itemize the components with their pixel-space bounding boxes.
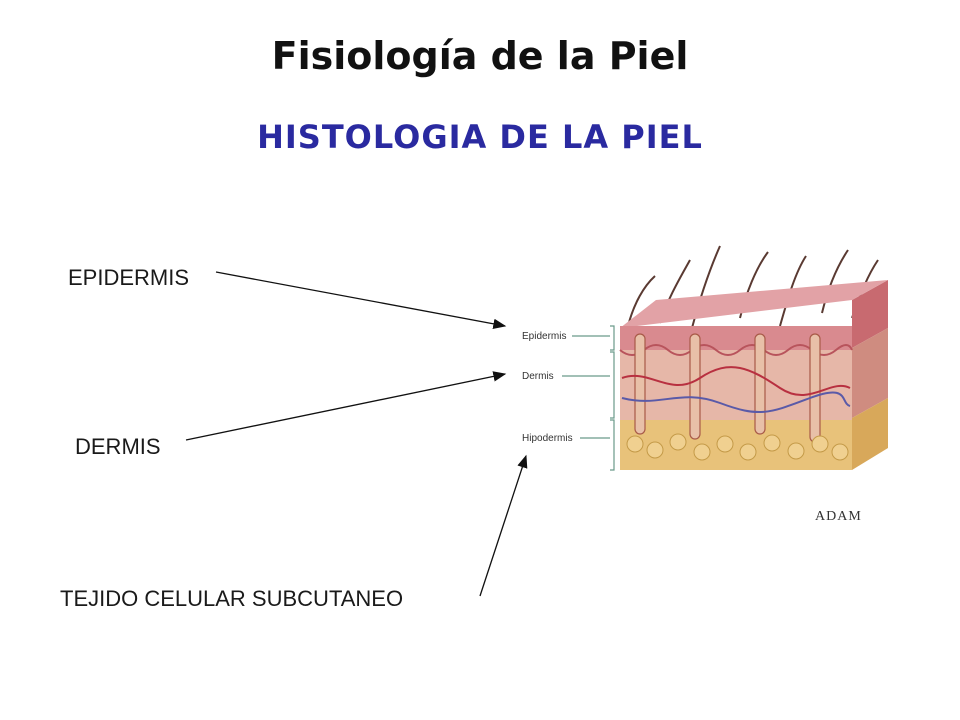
adam-logo: ADAM (815, 509, 862, 524)
layer-label-epidermis: Epidermis (522, 331, 566, 342)
subcutaneous-label: TEJIDO CELULAR SUBCUTANEO (60, 586, 404, 611)
dermis-arrow (185, 371, 507, 441)
skin-cross-section-illustration: Epidermis Dermis Hipodermis ADAM (522, 245, 888, 524)
dermis-label: DERMIS (75, 434, 161, 459)
epidermis-label: EPIDERMIS (68, 265, 190, 290)
fat-cells (626, 433, 849, 461)
hair-follicles (634, 333, 821, 443)
epidermis-arrow (215, 271, 507, 329)
skin-top-surface (620, 280, 888, 328)
layer-brackets (562, 325, 615, 471)
hypodermis-side (852, 398, 888, 470)
subcutaneous-arrow (479, 454, 528, 597)
slide-subtitle: HISTOLOGIA DE LA PIEL (257, 118, 703, 156)
layer-label-dermis: Dermis (522, 371, 554, 382)
blood-vessels (621, 366, 851, 414)
epidermis-side (852, 280, 888, 348)
slide-title: Fisiología de la Piel (271, 34, 689, 78)
layer-label-hypodermis: Hipodermis (522, 433, 573, 444)
dermis-side (852, 328, 888, 418)
